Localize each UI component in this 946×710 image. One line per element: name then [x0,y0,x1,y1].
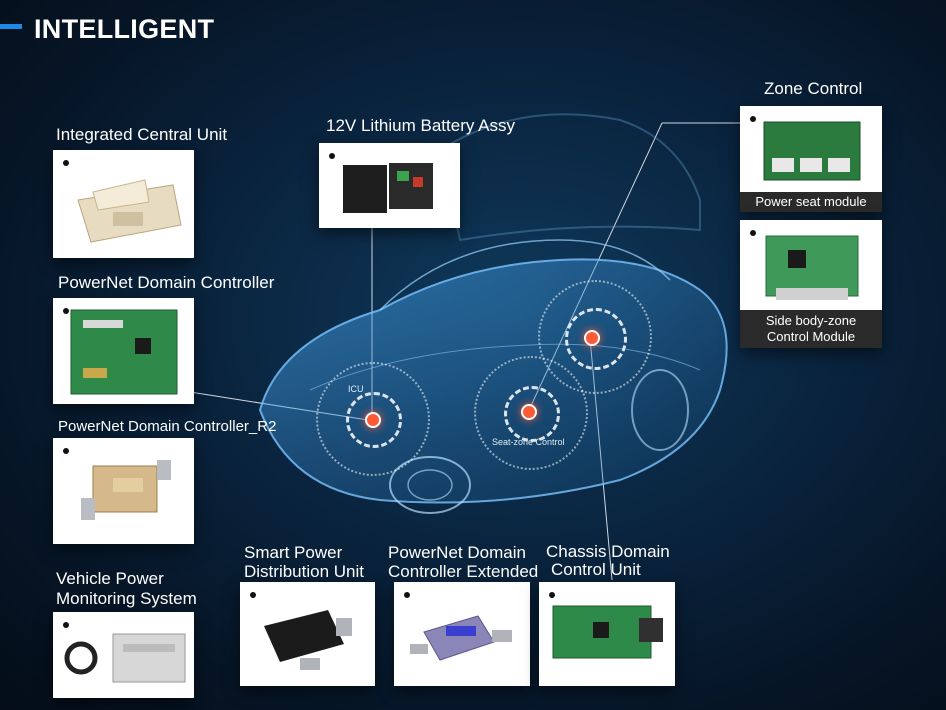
icu-zone-ring [316,362,430,476]
powernet-extended-label-line2: Controller Extended [388,562,539,581]
smart-power-distribution-label-line1: Smart Power [244,543,343,562]
extended-controller-image [410,615,512,661]
powernet-domain-controller-r2-card [53,438,194,544]
bullet-icon [63,448,69,454]
page-title: INTELLIGENT [34,14,215,44]
zone-control-inner-ring [565,308,627,370]
chassis-domain-label-line1: Chassis Domain [546,542,670,561]
icu-marker [365,412,381,428]
seat-zone-label: Seat-zone Control [492,437,565,447]
side-body-board-image [765,235,859,300]
powernet-domain-controller-label: PowerNet Domain Controller [58,273,275,292]
ecu-housing-image [77,179,182,243]
side-body-zone-card: Side body-zone Control Module [740,220,882,348]
seat-zone-ring [474,356,588,470]
smart-power-distribution-label-line2: Distribution Unit [244,562,364,581]
power-seat-board-image [763,121,861,181]
vehicle-power-monitoring-label-line2: Monitoring System [56,589,197,608]
seat-zone-marker [521,404,537,420]
side-body-zone-caption: Side body-zone Control Module [740,310,882,348]
bullet-icon [750,230,756,236]
power-seat-module-caption: Power seat module [740,192,882,212]
bullet-icon [404,592,410,598]
bullet-icon [63,160,69,166]
side-body-zone-caption-line2: Control Module [766,329,856,344]
bullet-icon [250,592,256,598]
bullet-icon [63,308,69,314]
vehicle-power-monitoring-label-line1: Vehicle Power [56,569,164,588]
zone-control-ring [538,280,652,394]
zone-control-marker [584,330,600,346]
powernet-extended-label-line1: PowerNet Domain [388,543,526,562]
bullet-icon [750,116,756,122]
monitoring-sensor-image [64,633,186,683]
controller-module-image [81,460,171,520]
power-seat-module-card: Power seat module [740,106,882,212]
bullet-icon [549,592,555,598]
battery-label: 12V Lithium Battery Assy [326,116,515,135]
powernet-domain-controller-card [53,298,194,404]
distribution-unit-image [264,610,352,670]
pcb-board-image [70,309,178,395]
powernet-extended-card [394,582,530,686]
zone-control-label: Zone Control [764,79,863,98]
chassis-board-image [552,605,663,659]
chassis-domain-label-line2: Control Unit [551,560,641,579]
battery-card [319,143,460,228]
vehicle-power-monitoring-card [53,612,194,698]
powernet-domain-controller-r2-label: PowerNet Domain Controller_R2 [58,418,277,435]
car-illustration [258,113,728,514]
car-wireframe [200,90,760,550]
icu-zone-label: ICU [348,384,364,394]
side-body-zone-caption-line1: Side body-zone [765,313,857,328]
title-accent-bar [0,24,22,29]
battery-pack-image [343,163,433,213]
chassis-domain-card [539,582,675,686]
icu-zone-inner-ring [346,392,402,448]
smart-power-distribution-card [240,582,375,686]
bullet-icon [63,622,69,628]
integrated-central-unit-card [53,150,194,258]
seat-zone-inner-ring [504,386,560,442]
integrated-central-unit-label: Integrated Central Unit [56,125,228,144]
bullet-icon [329,153,335,159]
